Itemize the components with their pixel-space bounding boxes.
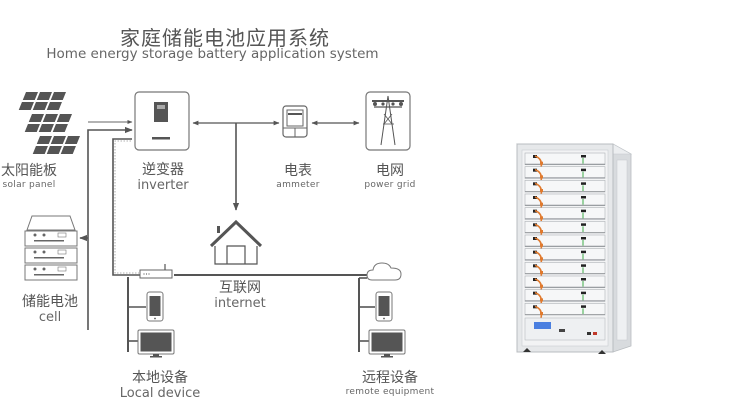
label-zh: 互联网 <box>219 280 261 296</box>
battery-module-icon <box>24 215 78 281</box>
label-power-grid: 电网 power grid <box>355 163 425 191</box>
battery-module <box>524 248 606 264</box>
label-zh: 储能电池 <box>22 294 78 310</box>
battery-module <box>524 289 606 305</box>
label-inverter: 逆变器 inverter <box>125 162 201 193</box>
label-local-device: 本地设备 Local device <box>105 370 215 401</box>
diagram-title-zh: 家庭储能电池应用系统 <box>120 26 330 50</box>
label-en: cell <box>38 310 62 325</box>
label-en: ammeter <box>276 180 320 190</box>
battery-module <box>524 221 606 237</box>
label-remote-equipment: 远程设备 remote equipment <box>335 370 445 398</box>
solar-panel-icon <box>18 92 80 154</box>
power-tower-icon <box>365 91 411 151</box>
diagram-title-en: Home energy storage battery application … <box>46 46 379 62</box>
battery-rack-cabinet-image <box>515 143 633 354</box>
battery-module <box>524 193 606 209</box>
battery-module <box>524 275 606 291</box>
label-zh: 电表 <box>284 163 312 179</box>
battery-module <box>524 152 606 168</box>
label-zh: 本地设备 <box>132 370 188 386</box>
label-cell: 储能电池 cell <box>10 294 90 325</box>
battery-module <box>524 303 606 319</box>
battery-module <box>524 262 606 278</box>
label-zh: 太阳能板 <box>1 163 57 179</box>
cloud-icon <box>366 262 402 281</box>
label-zh: 逆变器 <box>142 162 184 178</box>
router-icon <box>139 264 173 279</box>
battery-module <box>524 166 606 182</box>
monitor-icon <box>137 329 175 358</box>
label-zh: 远程设备 <box>362 370 418 386</box>
label-internet: 互联网 internet <box>205 280 275 311</box>
label-en: inverter <box>137 178 189 193</box>
battery-modules <box>524 152 606 319</box>
label-solar-panel: 太阳能板 solar panel <box>0 163 58 191</box>
label-ammeter: 电表 ammeter <box>268 163 328 191</box>
label-en: internet <box>214 296 266 311</box>
inverter-icon <box>134 91 190 151</box>
battery-module <box>524 234 606 250</box>
battery-module <box>524 207 606 223</box>
label-zh: 电网 <box>376 163 404 179</box>
lcd-display <box>534 322 551 329</box>
monitor-icon <box>368 329 406 358</box>
phone-icon <box>146 291 164 322</box>
label-en: Local device <box>119 386 201 401</box>
inverter-router-comm-line <box>112 138 140 276</box>
house-icon <box>209 219 263 265</box>
battery-inverter-line <box>87 126 133 330</box>
phone-icon <box>375 291 393 322</box>
battery-module <box>524 180 606 196</box>
label-en: solar panel <box>2 180 56 190</box>
label-en: power grid <box>364 180 416 190</box>
ammeter-icon <box>282 105 308 138</box>
label-en: remote equipment <box>345 387 435 397</box>
